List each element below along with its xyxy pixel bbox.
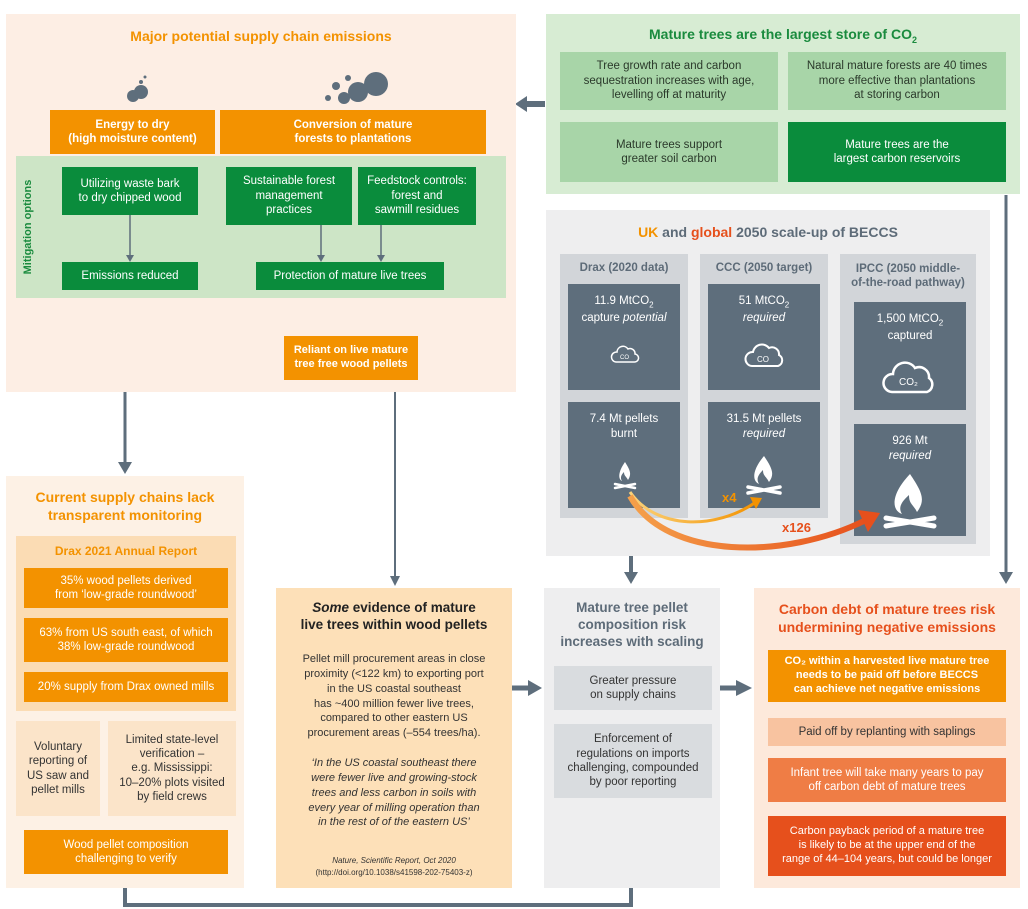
- beccs-panel: UK and global 2050 scale-up of BECCS Dra…: [546, 210, 990, 556]
- reliant-box: Reliant on live mature tree free wood pe…: [284, 336, 418, 380]
- fire-large-icon: [883, 474, 937, 529]
- emissions-reduced-box: Emissions reduced: [62, 262, 198, 290]
- evidence-quote: ‘In the US coastal southeast there were …: [308, 757, 480, 829]
- limited-box: Limited state-level verification – e.g. …: [108, 721, 236, 816]
- voluntary-box: Voluntary reporting of US saw and pellet…: [16, 721, 100, 816]
- debt-item-4: Carbon payback period of a mature tree i…: [768, 816, 1006, 876]
- beccs-title: UK and global 2050 scale-up of BECCS: [638, 224, 898, 240]
- svg-text:CO: CO: [757, 355, 769, 364]
- carbon-debt-panel: Carbon debt of mature trees risk undermi…: [754, 588, 1020, 888]
- composition-box: Wood pellet composition challenging to v…: [24, 830, 228, 874]
- natural-forests-box: Natural mature forests are 40 times more…: [788, 52, 1006, 110]
- ccc-header: CCC (2050 target): [715, 262, 813, 274]
- svg-text:CO₂: CO₂: [899, 377, 918, 388]
- energy-to-dry-box: Energy to dry (high moisture content): [50, 110, 215, 154]
- drax-header: Drax (2020 data): [579, 262, 669, 274]
- fire-medium-icon: [746, 456, 782, 495]
- supply-chain-title: Major potential supply chain emissions: [130, 28, 392, 44]
- report-item-1: 35% wood pellets derived from ‘low-grade…: [24, 568, 228, 608]
- debt-item-1: CO₂ within a harvested live mature tree …: [768, 650, 1006, 702]
- soil-carbon-box: Mature trees support greater soil carbon: [560, 122, 778, 182]
- carbon-debt-title: Carbon debt of mature trees risk undermi…: [778, 601, 996, 636]
- debt-item-2: Paid off by replanting with saplings: [768, 718, 1006, 746]
- x4-label: x4: [722, 490, 737, 505]
- protection-box: Protection of mature live trees: [256, 262, 444, 290]
- pellet-risk-title: Mature tree pellet composition risk incr…: [560, 600, 704, 649]
- transparent-title: Current supply chains lack transparent m…: [35, 489, 215, 524]
- drax-pellets-box: 7.4 Mt pellets burnt: [568, 402, 680, 508]
- report-item-3: 20% supply from Drax owned mills: [24, 672, 228, 702]
- drax-report-title: Drax 2021 Annual Report: [54, 544, 198, 558]
- svg-text:CO: CO: [620, 355, 629, 361]
- evidence-doi: (http://doi.org/10.1038/s41598-202-75403…: [315, 868, 473, 877]
- transparent-panel: Current supply chains lack transparent m…: [6, 476, 244, 888]
- evidence-title: Some evidence of mature live trees withi…: [300, 600, 488, 632]
- carbon-reservoirs-box: Mature trees are the largest carbon rese…: [788, 122, 1006, 182]
- pressure-box: Greater pressure on supply chains: [554, 666, 712, 710]
- x126-label: x126: [782, 520, 811, 535]
- ipcc-header: IPCC (2050 middle- of-the-road pathway): [851, 263, 965, 290]
- report-item-2: 63% from US south east, of which 38% low…: [24, 618, 228, 662]
- debt-item-3: Infant tree will take many years to pay …: [768, 758, 1006, 802]
- mature-trees-title: Mature trees are the largest store of CO…: [649, 26, 917, 45]
- feedstock-box: Feedstock controls: forest and sawmill r…: [358, 167, 476, 225]
- growth-rate-box: Tree growth rate and carbon sequestratio…: [560, 52, 778, 110]
- supply-chain-panel: Major potential supply chain emissions E…: [6, 14, 516, 392]
- waste-bark-box: Utilizing waste bark to dry chipped wood: [62, 167, 198, 215]
- smoke-large-icon: [325, 72, 388, 104]
- evidence-citation: Nature, Scientific Report, Oct 2020: [332, 856, 456, 865]
- sustainable-box: Sustainable forest management practices: [226, 167, 352, 225]
- evidence-body: Pellet mill procurement areas in close p…: [302, 653, 486, 740]
- smoke-small-icon: [127, 75, 148, 102]
- co2-cloud-large-icon: CO₂: [882, 361, 934, 394]
- pellet-risk-panel: Mature tree pellet composition risk incr…: [544, 588, 720, 888]
- mature-trees-panel: Mature trees are the largest store of CO…: [546, 14, 1020, 194]
- evidence-panel: Some evidence of mature live trees withi…: [276, 588, 512, 888]
- fire-small-icon: [613, 462, 637, 490]
- co2-cloud-medium-icon: CO: [744, 343, 784, 367]
- co2-cloud-small-icon: CO: [610, 345, 640, 363]
- conversion-box: Conversion of mature forests to plantati…: [220, 110, 486, 154]
- enforcement-box: Enforcement of regulations on imports ch…: [554, 724, 712, 798]
